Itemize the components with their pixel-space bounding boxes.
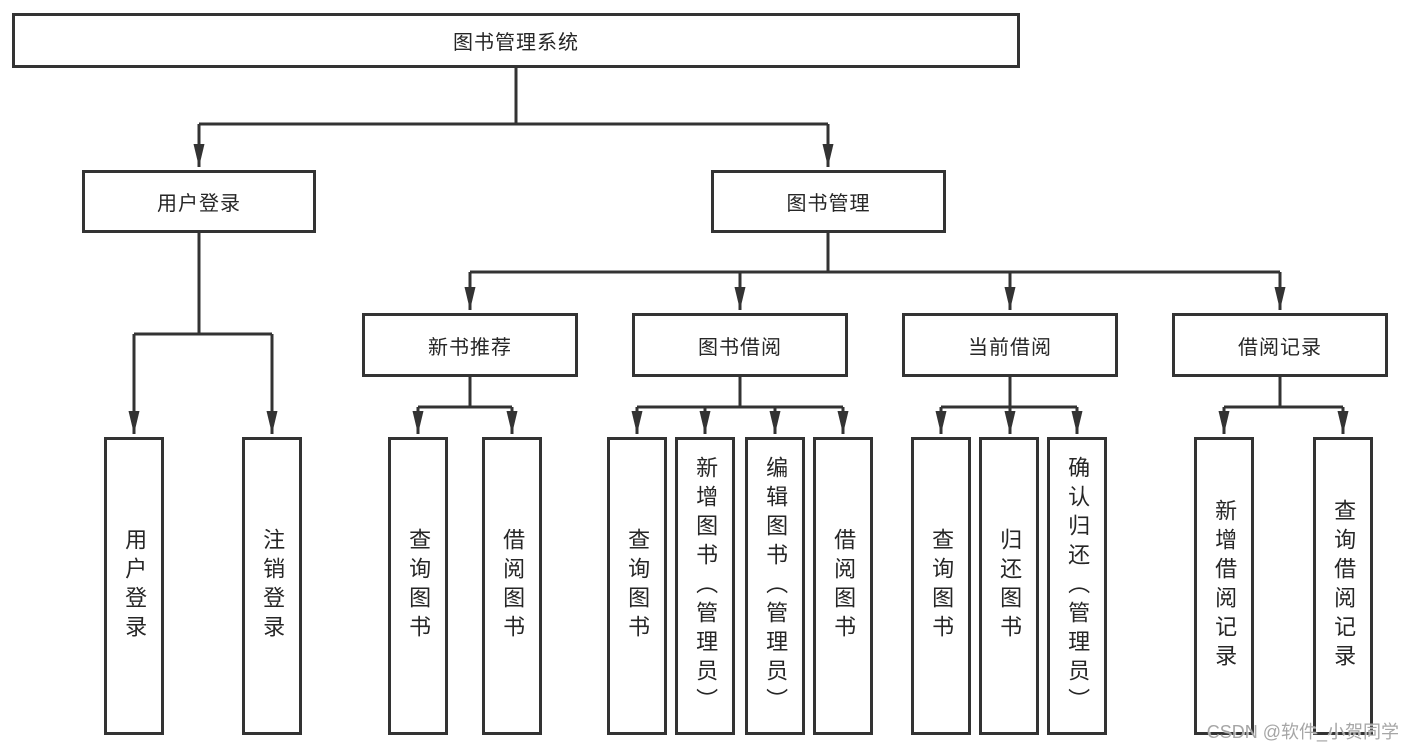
leaf-add-borrow-record: 新增借阅记录 xyxy=(1194,437,1254,735)
leaf-query-books-borrowing-label: 查询图书 xyxy=(625,528,651,644)
leaf-query-borrow-record: 查询借阅记录 xyxy=(1313,437,1373,735)
leaf-edit-books-admin: 编辑图书（管理员） xyxy=(745,437,805,735)
leaf-confirm-return-admin-label: 确认归还（管理员） xyxy=(1065,455,1091,717)
leaf-user-login-label: 用户登录 xyxy=(122,528,148,644)
node-borrowing-records: 借阅记录 xyxy=(1172,313,1388,377)
leaf-query-books-current-label: 查询图书 xyxy=(929,528,955,644)
node-book-management: 图书管理 xyxy=(711,170,946,233)
leaf-query-books-borrowing: 查询图书 xyxy=(607,437,667,735)
leaf-user-login: 用户登录 xyxy=(104,437,164,735)
leaf-query-books-recommend-label: 查询图书 xyxy=(406,528,432,644)
node-new-book-recommend: 新书推荐 xyxy=(362,313,578,377)
node-current-borrowing-label: 当前借阅 xyxy=(968,336,1052,359)
leaf-borrow-books-recommend: 借阅图书 xyxy=(482,437,542,735)
node-library-system: 图书管理系统 xyxy=(12,13,1020,68)
leaf-borrow-books-recommend-label: 借阅图书 xyxy=(500,528,526,644)
leaf-add-books-admin-label: 新增图书（管理员） xyxy=(693,455,719,717)
watermark-text: CSDN @软件_小贺同学 xyxy=(1206,722,1399,742)
node-book-borrowing: 图书借阅 xyxy=(632,313,848,377)
leaf-logout-label: 注销登录 xyxy=(260,528,286,644)
node-library-system-label: 图书管理系统 xyxy=(453,32,579,54)
node-borrowing-records-label: 借阅记录 xyxy=(1238,336,1322,359)
leaf-query-books-recommend: 查询图书 xyxy=(388,437,448,735)
leaf-return-books-label: 归还图书 xyxy=(997,528,1023,644)
leaf-add-books-admin: 新增图书（管理员） xyxy=(675,437,735,735)
leaf-query-books-current: 查询图书 xyxy=(911,437,971,735)
leaf-add-borrow-record-label: 新增借阅记录 xyxy=(1212,499,1238,673)
leaf-borrow-books: 借阅图书 xyxy=(813,437,873,735)
node-book-management-label: 图书管理 xyxy=(786,193,871,215)
leaf-query-borrow-record-label: 查询借阅记录 xyxy=(1331,499,1357,673)
leaf-confirm-return-admin: 确认归还（管理员） xyxy=(1047,437,1107,735)
node-user-login-label: 用户登录 xyxy=(157,193,241,215)
leaf-edit-books-admin-label: 编辑图书（管理员） xyxy=(763,455,789,717)
leaf-logout: 注销登录 xyxy=(242,437,302,735)
node-new-book-recommend-label: 新书推荐 xyxy=(428,336,512,359)
node-book-borrowing-label: 图书借阅 xyxy=(698,336,782,359)
node-current-borrowing: 当前借阅 xyxy=(902,313,1118,377)
leaf-borrow-books-label: 借阅图书 xyxy=(831,528,857,644)
leaf-return-books: 归还图书 xyxy=(979,437,1039,735)
node-user-login: 用户登录 xyxy=(82,170,316,233)
